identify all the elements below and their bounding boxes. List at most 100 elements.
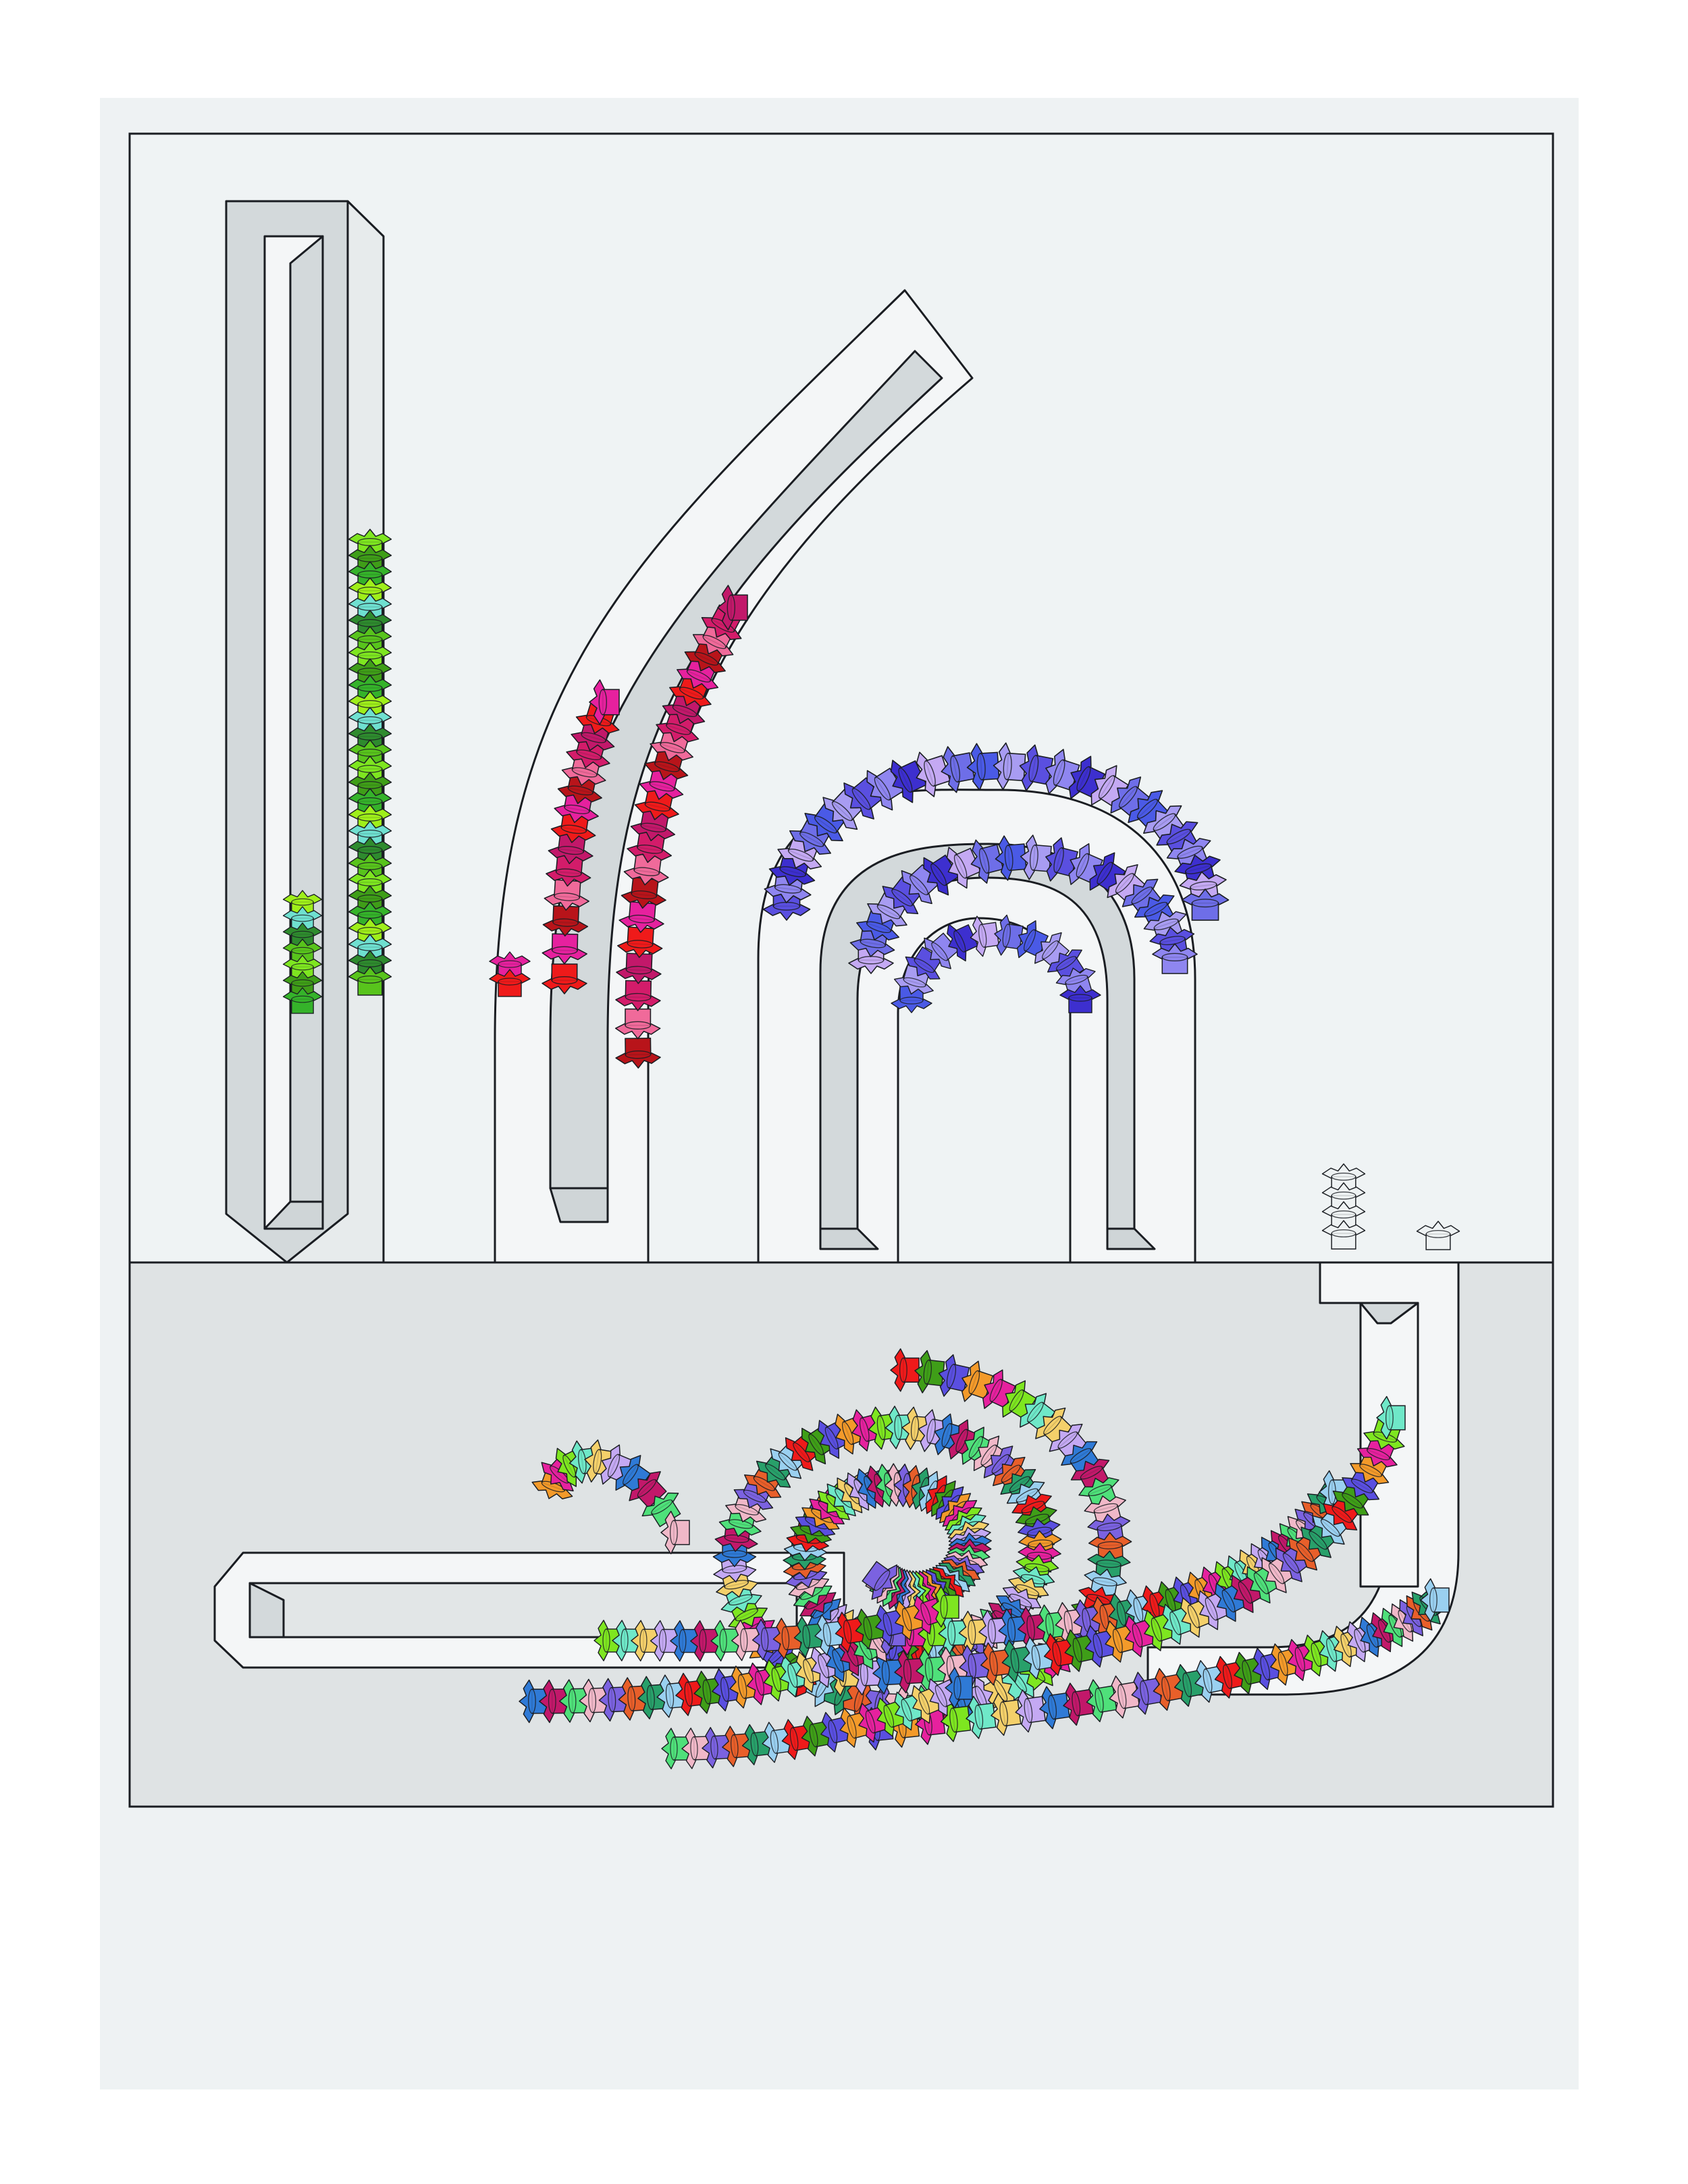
blue-bead-arches — [762, 742, 1230, 1013]
blue-bead — [941, 746, 976, 793]
multicolor-bead — [916, 1648, 947, 1693]
multicolor-bead — [690, 1620, 718, 1662]
multicolor-bead — [1015, 1689, 1047, 1733]
multicolor-bead — [629, 1471, 667, 1509]
multicolor-bead-tangle — [519, 1348, 1450, 1769]
red-bead — [616, 953, 662, 984]
lower-panel — [130, 1262, 1553, 1516]
multicolor-bead — [751, 1618, 781, 1661]
blue-bead — [1156, 821, 1200, 859]
blue-bead — [995, 835, 1027, 881]
red-bead — [557, 771, 602, 805]
red-bead — [489, 969, 531, 997]
multicolor-bead — [1376, 1395, 1406, 1440]
blue-bead — [1068, 755, 1106, 799]
multicolor-bead — [681, 1728, 710, 1769]
blue-bead — [1152, 943, 1198, 974]
red-bead — [554, 790, 599, 824]
multicolor-bead — [914, 1350, 945, 1393]
blue-bead — [994, 914, 1024, 956]
blue-bead — [966, 743, 1000, 791]
multicolor-bead — [579, 1678, 609, 1723]
red-bead — [615, 980, 661, 1011]
multicolor-bead — [1131, 1672, 1163, 1715]
multicolor-bead — [961, 1360, 994, 1402]
arch-channel-floor-right — [1106, 1227, 1156, 1250]
blue-bead — [882, 876, 923, 915]
blue-bead — [1122, 878, 1163, 917]
blue-bead — [789, 817, 833, 855]
multicolor-bead — [539, 1679, 569, 1724]
blue-bead — [1016, 920, 1049, 959]
blue-bead — [843, 777, 884, 820]
multicolor-bead — [741, 1724, 771, 1765]
straight-channel-slot-shade — [289, 235, 324, 1230]
multicolor-bead — [615, 1455, 652, 1494]
white-spool — [1416, 1221, 1460, 1250]
multicolor-bead — [991, 1693, 1022, 1736]
multicolor-bead — [1061, 1441, 1101, 1476]
multicolor-bead — [1001, 1639, 1033, 1683]
multicolor-bead — [793, 1616, 823, 1658]
multicolor-bead — [1002, 1380, 1037, 1420]
arch-channel-floor-left — [819, 1227, 879, 1250]
blue-bead — [1181, 888, 1230, 921]
straight-channel-slot-floor — [263, 1200, 324, 1230]
curved-channel-floor — [549, 1187, 609, 1223]
blue-bead — [905, 946, 943, 980]
multicolor-bead — [1109, 1675, 1140, 1719]
blue-bead — [1090, 765, 1130, 808]
multicolor-bead — [1087, 1514, 1131, 1545]
multicolor-bead — [982, 1369, 1016, 1409]
white-spools — [1321, 1163, 1460, 1250]
blue-bead — [970, 839, 1004, 884]
blue-bead — [1020, 834, 1052, 880]
blue-bead — [970, 915, 1000, 957]
multicolor-bead — [862, 1560, 898, 1600]
red-bead — [623, 853, 669, 886]
multicolor-bead — [1153, 1668, 1184, 1711]
multicolor-bead — [890, 1348, 920, 1392]
red-bead — [542, 933, 588, 965]
multicolor-bead — [814, 1614, 844, 1656]
multicolor-bead — [966, 1695, 997, 1739]
red-bead — [542, 905, 589, 937]
multicolor-bead — [894, 1649, 924, 1694]
multicolor-bead — [980, 1642, 1011, 1686]
multicolor-bead — [710, 1620, 739, 1662]
red-bead-column — [489, 585, 748, 1069]
lower-right-channel-slot-shade — [1359, 1302, 1419, 1325]
green-bead-column — [282, 529, 392, 1014]
green-bead — [282, 987, 323, 1014]
multicolor-bead — [661, 1728, 689, 1769]
red-bead — [589, 679, 620, 725]
red-bead — [692, 620, 734, 657]
blue-bead — [1059, 985, 1101, 1013]
multicolor-bead — [1035, 1407, 1073, 1446]
red-bead — [615, 1037, 661, 1069]
blue-bead — [1110, 776, 1151, 819]
straight-channel-side-face — [286, 200, 385, 1264]
blue-bead — [1089, 852, 1126, 894]
multicolor-bead — [1020, 1393, 1056, 1432]
red-bead — [639, 766, 684, 800]
lower-left-channel-slot-shade — [248, 1582, 285, 1639]
red-bead — [616, 926, 663, 958]
blue-bead — [947, 924, 979, 962]
multicolor-bead — [945, 1667, 973, 1709]
multicolor-bead — [594, 1620, 622, 1661]
multicolor-bead — [702, 1727, 731, 1769]
blue-bead — [993, 742, 1026, 791]
blue-bead — [804, 802, 847, 842]
blue-bead — [946, 847, 982, 889]
multicolor-bead — [1055, 1602, 1086, 1645]
multicolor-bead — [731, 1620, 760, 1661]
blue-bead — [1045, 837, 1079, 882]
red-bead — [621, 876, 666, 909]
multicolor-bead — [835, 1612, 865, 1653]
multicolor-bead — [1022, 1636, 1054, 1680]
blue-bead — [924, 932, 959, 969]
multicolor-bead — [598, 1678, 629, 1722]
frame-border — [128, 132, 1554, 1808]
blue-bead — [1143, 805, 1186, 845]
